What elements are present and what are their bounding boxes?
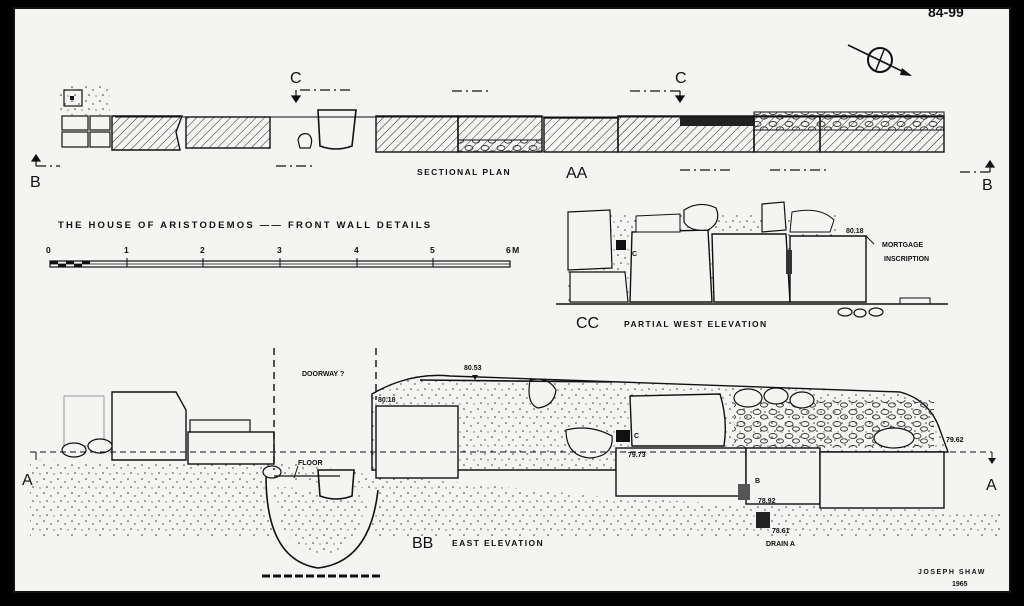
credit-name: JOSEPH SHAW bbox=[918, 569, 986, 576]
east-drain-label: DRAIN A bbox=[766, 541, 795, 548]
plan-cut-left-label: C bbox=[290, 70, 302, 87]
east-marker-b: B bbox=[755, 478, 760, 485]
west-note-line1: MORTGAGE bbox=[882, 242, 924, 249]
border bbox=[13, 7, 1011, 593]
east-elevation bbox=[30, 348, 1000, 578]
east-floor-label: FLOOR bbox=[298, 460, 323, 467]
east-level-b: 78.92 bbox=[758, 498, 776, 505]
scale-tick-3: 3 bbox=[277, 245, 283, 255]
plan-code: AA bbox=[566, 165, 588, 182]
plan-cut-right-label: C bbox=[675, 70, 687, 87]
plan-section-lines bbox=[30, 89, 996, 173]
east-level-door: 80.18 bbox=[378, 397, 396, 404]
east-section-left: A bbox=[22, 472, 33, 489]
sheet-number: 84-99 bbox=[928, 4, 964, 20]
west-code: CC bbox=[576, 315, 599, 332]
scale-tick-0: 0 bbox=[46, 245, 52, 255]
plan-section-left-label: B bbox=[30, 174, 41, 191]
east-marker-c: C bbox=[634, 433, 639, 440]
scale-tick-2: 2 bbox=[200, 245, 206, 255]
east-section-right: A bbox=[986, 477, 997, 494]
east-level-right: 79.62 bbox=[946, 437, 964, 444]
east-label: EAST ELEVATION bbox=[452, 538, 544, 548]
drawing-title: THE HOUSE OF ARISTODEMOS —— FRONT WALL D… bbox=[58, 220, 432, 231]
east-doorway-label: DOORWAY ? bbox=[302, 371, 344, 378]
west-note-line2: INSCRIPTION bbox=[884, 256, 929, 263]
credit-year: 1965 bbox=[952, 581, 968, 588]
west-marker-c: C bbox=[632, 251, 637, 258]
scale-tick-4: 4 bbox=[354, 245, 360, 255]
west-level: 80.18 bbox=[846, 228, 864, 235]
sectional-plan bbox=[60, 85, 945, 153]
east-level-drain: 78.61 bbox=[772, 528, 790, 535]
scale-tick-6: 6M bbox=[506, 245, 521, 255]
plan-section-right-label: B bbox=[982, 177, 993, 194]
east-level-c: 79.73 bbox=[628, 452, 646, 459]
scale-tick-1: 1 bbox=[124, 245, 130, 255]
plan-label: SECTIONAL PLAN bbox=[417, 167, 511, 177]
scale-tick-5: 5 bbox=[430, 245, 436, 255]
north-arrow-icon bbox=[847, 44, 912, 76]
west-label: PARTIAL WEST ELEVATION bbox=[624, 319, 768, 329]
east-code: BB bbox=[412, 535, 433, 552]
scale-bar bbox=[49, 258, 511, 268]
east-level-top: 80.53 bbox=[464, 365, 482, 372]
west-elevation bbox=[556, 201, 948, 318]
